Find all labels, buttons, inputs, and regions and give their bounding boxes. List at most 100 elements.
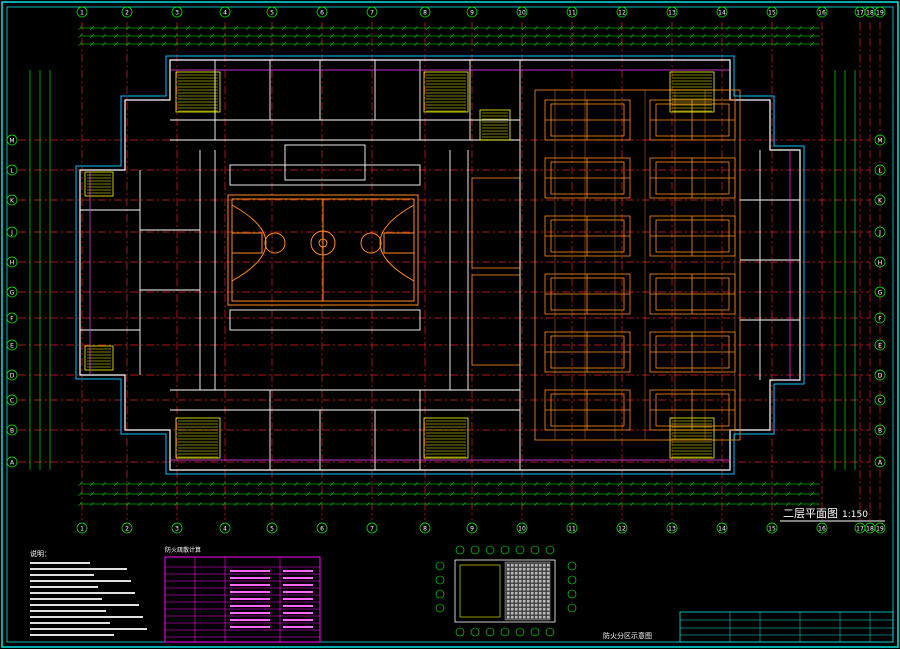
axis-label-18: 18	[866, 10, 874, 17]
axis-label-16: 16	[818, 526, 826, 533]
axis-bubble	[419, 522, 431, 534]
axis-label-C: C	[10, 398, 14, 405]
fire-zone-caption: 防火分区示意图	[603, 631, 652, 640]
axis-label-D: D	[10, 373, 15, 380]
axis-label-1: 1	[80, 10, 84, 17]
axis-label-17: 17	[856, 526, 864, 533]
badminton-courts	[534, 89, 741, 441]
drawing-titleblock	[679, 611, 894, 643]
axis-label-7: 7	[370, 10, 374, 17]
axis-bubble	[874, 456, 886, 468]
axis-bubble	[716, 522, 728, 534]
note-line	[30, 628, 147, 630]
axis-label-14: 14	[718, 10, 726, 17]
axis-label-4: 4	[223, 10, 227, 17]
axis-bubble	[6, 194, 18, 206]
axis-bubble	[6, 394, 18, 406]
axis-label-9: 9	[470, 526, 474, 533]
axis-bubble	[6, 164, 18, 176]
note-line	[30, 598, 102, 600]
axis-label-6: 6	[320, 10, 324, 17]
axis-bubble	[874, 6, 886, 18]
axis-bubble	[716, 6, 728, 18]
axis-label-A: A	[10, 460, 15, 467]
table-title: 防火疏散计算	[165, 546, 201, 554]
axis-label-13: 13	[668, 526, 676, 533]
axis-bubble	[266, 522, 278, 534]
stair	[423, 71, 469, 113]
stair	[84, 345, 114, 371]
axis-label-D: D	[878, 373, 883, 380]
axis-label-8: 8	[423, 10, 427, 17]
axis-bubble	[666, 522, 678, 534]
axis-label-2: 2	[125, 526, 129, 533]
axis-bubble	[874, 286, 886, 298]
note-line	[30, 634, 114, 636]
axis-bubble	[6, 226, 18, 238]
axis-bubble	[266, 6, 278, 18]
notes-title: 说明：	[30, 549, 51, 558]
note-line	[30, 604, 139, 606]
axis-label-B: B	[10, 428, 14, 435]
axis-label-14: 14	[718, 526, 726, 533]
drawing-scale: 1:150	[842, 510, 868, 520]
axis-bubble	[6, 339, 18, 351]
axis-bubble	[6, 134, 18, 146]
axis-bubble	[76, 522, 88, 534]
note-line	[30, 622, 110, 624]
axis-bubble	[874, 369, 886, 381]
fixtures	[89, 69, 791, 461]
axis-bubble	[566, 522, 578, 534]
exterior-wall	[79, 59, 801, 471]
axis-bubble	[874, 226, 886, 238]
axis-label-12: 12	[618, 526, 626, 533]
axis-label-15: 15	[768, 10, 776, 17]
axis-bubble	[366, 6, 378, 18]
axis-label-M: M	[877, 138, 882, 145]
exterior-glazing	[75, 55, 805, 475]
axis-bubble	[566, 6, 578, 18]
axis-bubble	[616, 522, 628, 534]
axis-bubble	[219, 6, 231, 18]
axis-bubble	[6, 312, 18, 324]
axis-bubble	[516, 522, 528, 534]
axis-label-16: 16	[818, 10, 826, 17]
axis-label-F: F	[878, 316, 882, 323]
note-line	[30, 610, 106, 612]
note-line	[30, 574, 94, 576]
axis-label-K: K	[10, 198, 15, 205]
axis-bubble	[874, 134, 886, 146]
axis-label-3: 3	[175, 526, 179, 533]
stair	[479, 109, 511, 141]
axis-bubble	[516, 6, 528, 18]
axis-bubble	[874, 194, 886, 206]
note-line	[30, 580, 131, 582]
axis-label-G: G	[10, 290, 15, 297]
axis-bubble	[874, 256, 886, 268]
axis-label-8: 8	[423, 526, 427, 533]
axis-bubble	[121, 6, 133, 18]
axis-label-1: 1	[80, 526, 84, 533]
axis-bubble	[6, 424, 18, 436]
axis-label-L: L	[878, 168, 882, 175]
axis-label-19: 19	[876, 526, 884, 533]
basketball-court	[227, 194, 419, 306]
axis-bubble	[766, 6, 778, 18]
drawing-title: 二层平面图	[783, 507, 838, 520]
axis-bubble	[874, 394, 886, 406]
axis-bubble	[874, 522, 886, 534]
axis-label-A: A	[878, 460, 883, 467]
axis-label-G: G	[878, 290, 883, 297]
axis-bubble	[171, 522, 183, 534]
axis-bubble	[6, 256, 18, 268]
axis-bubble	[366, 522, 378, 534]
axis-bubble	[316, 6, 328, 18]
axis-bubble	[466, 6, 478, 18]
drawing-title-block: 二层平面图 1:150	[780, 507, 885, 522]
axis-bubble	[766, 522, 778, 534]
axis-label-5: 5	[270, 10, 274, 17]
axis-label-4: 4	[223, 526, 227, 533]
stair	[669, 417, 715, 459]
